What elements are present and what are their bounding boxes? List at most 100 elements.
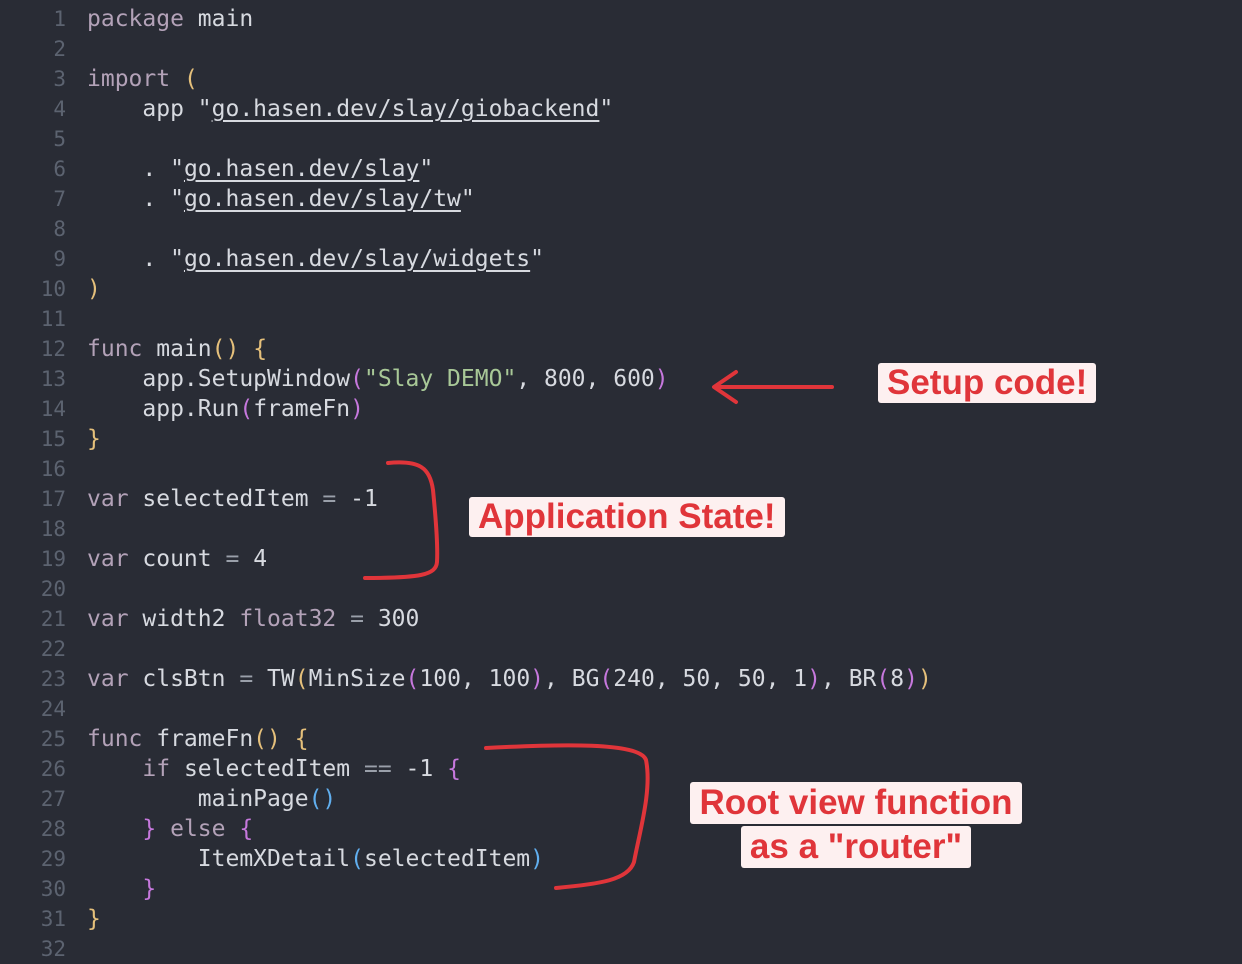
line-number: 6 <box>53 157 66 181</box>
code-token: , 800, 600 <box>516 366 655 392</box>
line-number: 31 <box>40 907 66 931</box>
code-text: app.Run(frameFn) <box>87 394 364 424</box>
code-token: ( <box>350 846 364 872</box>
line-number: 29 <box>40 847 66 871</box>
code-token: mainPage <box>87 786 309 812</box>
code-token: go.hasen.dev/slay/giobackend <box>211 96 600 122</box>
code-token: " <box>197 96 212 122</box>
code-token: frameFn <box>142 726 254 752</box>
line-number: 12 <box>40 337 66 361</box>
code-token: ( <box>876 666 891 692</box>
code-token: ( <box>350 366 364 392</box>
code-text: . "go.hasen.dev/slay/tw" <box>87 184 474 214</box>
code-token: MinSize <box>308 666 406 692</box>
line-number: 26 <box>40 757 66 781</box>
code-token: ( <box>405 666 420 692</box>
line-number: 25 <box>40 727 66 751</box>
code-token: } <box>87 426 101 452</box>
code-token: { <box>253 336 268 362</box>
line-number: 14 <box>40 397 66 421</box>
code-token: 240, 50, 50, 1 <box>613 666 808 692</box>
code-token: app <box>87 96 198 122</box>
code-text: var clsBtn = TW(MinSize(100, 100), BG(24… <box>87 664 932 694</box>
line-number: 28 <box>40 817 66 841</box>
line-number: 24 <box>40 697 66 721</box>
code-token: ) <box>654 366 669 392</box>
line-number: 9 <box>53 247 66 271</box>
code-token <box>281 726 295 752</box>
code-text: } <box>87 874 156 904</box>
code-text: func main() { <box>87 334 267 364</box>
code-token: () <box>308 786 337 812</box>
code-token: 300 <box>363 606 420 632</box>
line-number: 32 <box>40 937 66 961</box>
code-token: } <box>87 876 157 902</box>
code-token: = <box>322 486 337 512</box>
line-number: 27 <box>40 787 66 811</box>
router-annotation-line1: Root view function <box>690 782 1022 824</box>
code-text: mainPage() <box>87 784 337 814</box>
code-token: " <box>530 246 544 272</box>
code-token: clsBtn <box>128 666 240 692</box>
line-number: 8 <box>53 217 66 241</box>
code-text: . "go.hasen.dev/slay" <box>87 154 433 184</box>
code-token: { <box>294 726 309 752</box>
code-token <box>239 336 253 362</box>
code-token: . <box>87 186 171 212</box>
line-number: 22 <box>40 637 66 661</box>
code-text: package main <box>87 4 253 34</box>
code-token: . <box>87 156 171 182</box>
code-text: if selectedItem == -1 { <box>87 754 461 784</box>
code-token: ) <box>917 666 932 692</box>
code-token: = <box>239 666 254 692</box>
code-token: selectedItem <box>363 846 531 872</box>
code-token: ) <box>87 276 101 302</box>
code-token: 4 <box>239 546 268 572</box>
line-number: 3 <box>53 67 66 91</box>
code-token: go.hasen.dev/slay/tw <box>183 186 461 212</box>
code-token: app.Run <box>87 396 240 422</box>
code-token: main <box>183 6 254 32</box>
code-token: import <box>87 66 171 92</box>
code-token: " <box>170 186 184 212</box>
code-token: go.hasen.dev/slay <box>183 156 420 182</box>
code-text: app "go.hasen.dev/slay/giobackend" <box>87 94 613 124</box>
line-number: 18 <box>40 517 66 541</box>
code-token: . <box>87 246 171 272</box>
line-number: 7 <box>53 187 66 211</box>
code-token: " <box>170 246 184 272</box>
code-token: ) <box>530 666 545 692</box>
code-token <box>336 606 350 632</box>
code-text: } <box>87 424 101 454</box>
code-token: { <box>447 756 461 782</box>
code-token: "Slay DEMO" <box>363 366 517 392</box>
code-token: " <box>170 156 184 182</box>
code-token: = <box>225 546 240 572</box>
line-number: 17 <box>40 487 66 511</box>
router-annotation-line2: as a "router" <box>740 826 972 868</box>
line-number: 4 <box>53 97 66 121</box>
code-token: () <box>253 726 281 752</box>
code-token: ) <box>350 396 364 422</box>
code-token: ItemXDetail <box>87 846 351 872</box>
code-text: } else { <box>87 814 253 844</box>
line-number: 19 <box>40 547 66 571</box>
state-annotation: Application State! <box>469 497 785 537</box>
code-token: ) <box>530 846 544 872</box>
line-number: 1 <box>53 7 66 31</box>
code-token: ( <box>599 666 614 692</box>
code-token: 100, 100 <box>419 666 531 692</box>
code-token <box>226 816 240 842</box>
code-token: var <box>87 606 129 632</box>
code-token: { <box>239 816 254 842</box>
code-token: width2 <box>128 606 240 632</box>
code-text: import ( <box>87 64 198 94</box>
code-token: = <box>350 606 364 632</box>
code-token: () <box>211 336 240 362</box>
code-token: ( <box>183 66 198 92</box>
code-token: selectedItem <box>170 756 364 782</box>
code-token: package <box>87 6 184 32</box>
line-number: 21 <box>40 607 66 631</box>
setup-annotation: Setup code! <box>878 363 1097 403</box>
